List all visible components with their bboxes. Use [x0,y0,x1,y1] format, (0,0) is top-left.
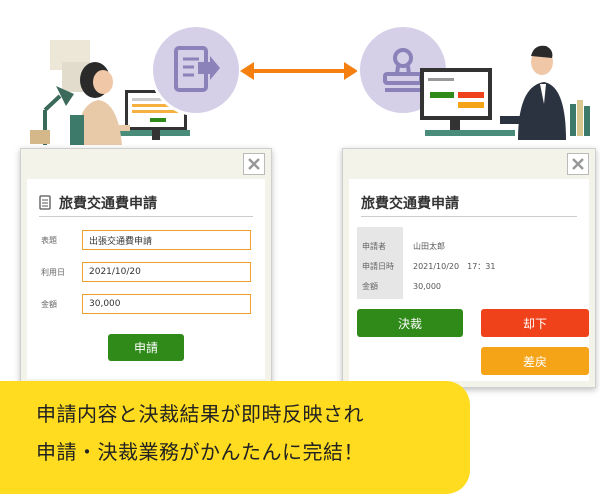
window-titlebar [343,149,595,178]
amount-label: 金額 [362,282,378,291]
info-labels: 申請者 申請日時 金額 [357,227,403,299]
approver-illustration [420,45,590,140]
subject-input[interactable]: 出張交通費申請 [82,230,251,250]
close-icon [248,158,260,170]
application-info: 申請者 申請日時 金額 山田太郎 2021/10/20 17：31 30,000 [357,227,589,299]
caption-line-2: 申請・決裁業務がかんたんに完結！ [36,440,364,464]
subject-label: 表題 [41,235,57,245]
use-date-row: 利用日 2021/10/20 [41,261,251,283]
applicant-value: 山田太郎 [413,242,445,251]
close-icon [572,158,584,170]
applicant-illustration [30,40,190,145]
approver-window: 旅費交通費申請 申請者 申請日時 金額 山田太郎 2021/10/20 17：3… [342,148,596,388]
document-icon [39,195,51,210]
form-title: 旅費交通費申請 [59,195,157,212]
reject-button[interactable]: 却下 [481,309,589,337]
close-button[interactable] [243,153,265,175]
return-button[interactable]: 差戻 [481,347,589,375]
double-arrow-icon [240,62,358,80]
form-title-bar: 旅費交通費申請 [39,189,253,217]
illustration-scene [0,0,600,150]
window-titlebar [21,149,271,178]
subject-row: 表題 出張交通費申請 [41,229,251,251]
approval-body: 旅費交通費申請 申請者 申請日時 金額 山田太郎 2021/10/20 17：3… [349,179,589,381]
caption-banner: 申請内容と決裁結果が即時反映され 申請・決裁業務がかんたんに完結！ [0,381,470,494]
applicant-form-window: 旅費交通費申請 表題 出張交通費申請 利用日 2021/10/20 金額 30,… [20,148,272,386]
document-send-icon [174,46,220,92]
approval-title-bar: 旅費交通費申請 [361,189,577,217]
use-date-input[interactable]: 2021/10/20 [82,262,251,282]
amount-input[interactable]: 30,000 [82,294,251,314]
use-date-label: 利用日 [41,267,65,277]
send-document-circle [150,24,242,116]
apply-button[interactable]: 申請 [108,334,184,361]
amount-value: 30,000 [413,282,441,291]
close-button[interactable] [567,153,589,175]
amount-label: 金額 [41,299,57,309]
applicant-label: 申請者 [362,242,386,251]
form-body: 旅費交通費申請 表題 出張交通費申請 利用日 2021/10/20 金額 30,… [27,179,265,379]
applied-at-value: 2021/10/20 17：31 [413,262,496,271]
approval-title: 旅費交通費申請 [361,195,459,212]
caption-line-1: 申請内容と決裁結果が即時反映され [36,402,364,426]
amount-row: 金額 30,000 [41,293,251,315]
info-values: 山田太郎 2021/10/20 17：31 30,000 [413,237,495,297]
approve-button[interactable]: 決裁 [357,309,463,337]
applied-at-label: 申請日時 [362,262,394,271]
